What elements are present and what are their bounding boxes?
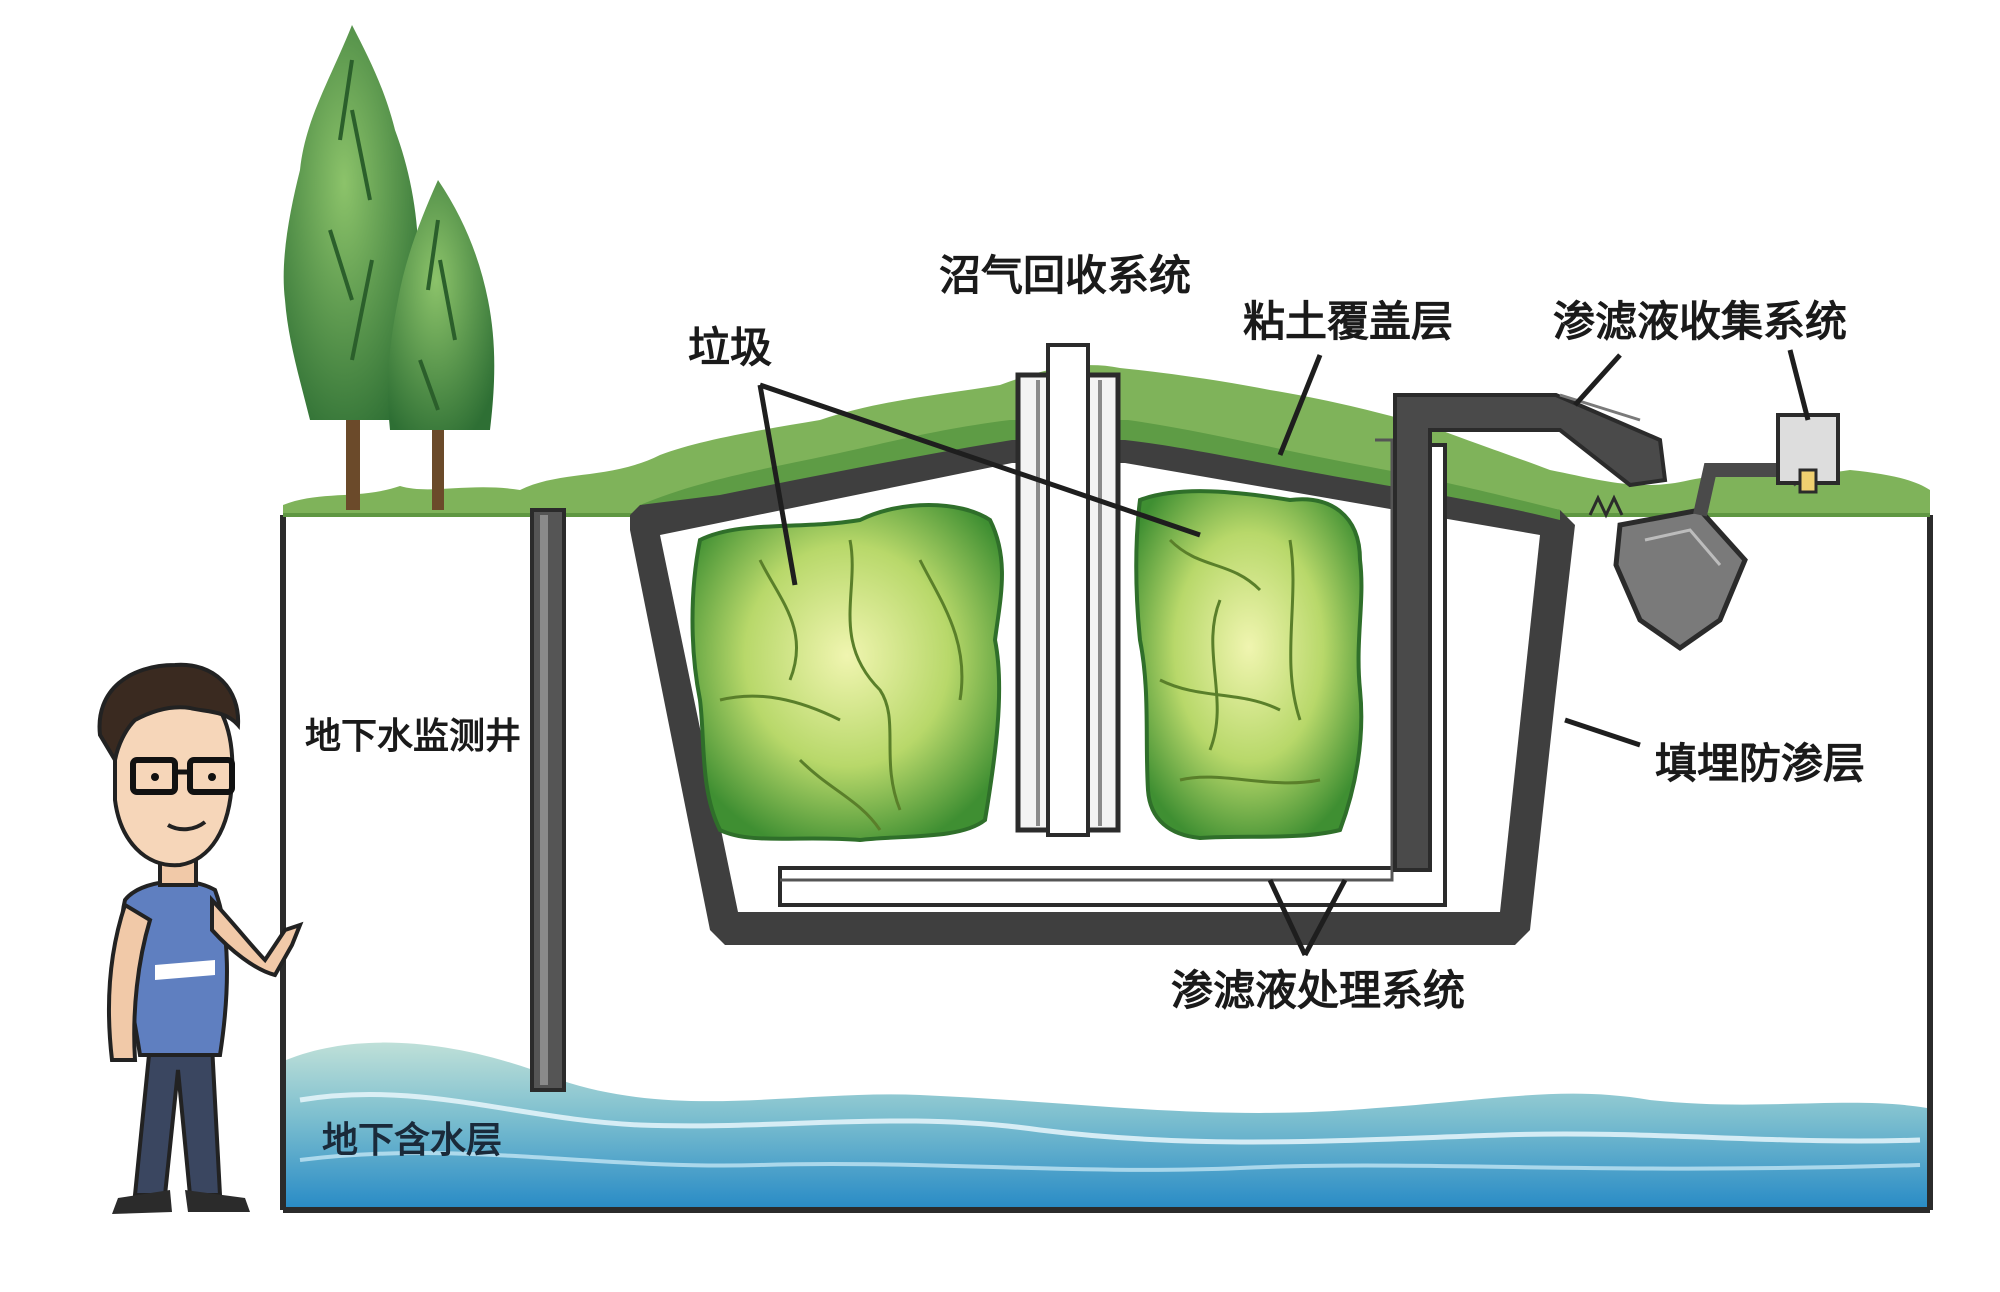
garbage-right <box>1134 489 1364 841</box>
tree-icon <box>387 180 495 510</box>
person-icon <box>97 662 304 1214</box>
ground-section <box>280 515 1933 1213</box>
biogas-pipe <box>1015 343 1121 837</box>
label-monitoring-well: 地下水监测井 <box>305 716 521 757</box>
garbage-left <box>690 503 1004 843</box>
label-biogas-recovery: 沼气回收系统 <box>939 251 1191 300</box>
label-garbage: 垃圾 <box>688 323 772 372</box>
label-aquifer: 地下含水层 <box>322 1120 502 1161</box>
label-clay-cover: 粘土覆盖层 <box>1243 297 1453 346</box>
monitoring-well-pipe <box>530 508 566 1092</box>
label-leachate-treatment: 渗滤液处理系统 <box>1171 966 1465 1015</box>
tree-icon <box>283 25 419 510</box>
leachate-collection-pipe <box>1393 393 1668 872</box>
label-leachate-collection: 渗滤液收集系统 <box>1553 297 1847 346</box>
tank-icon <box>1588 413 1840 652</box>
leader-lines <box>757 349 1811 957</box>
label-anti-seepage: 填埋防渗层 <box>1655 739 1865 788</box>
aquifer-water <box>286 1042 1927 1207</box>
